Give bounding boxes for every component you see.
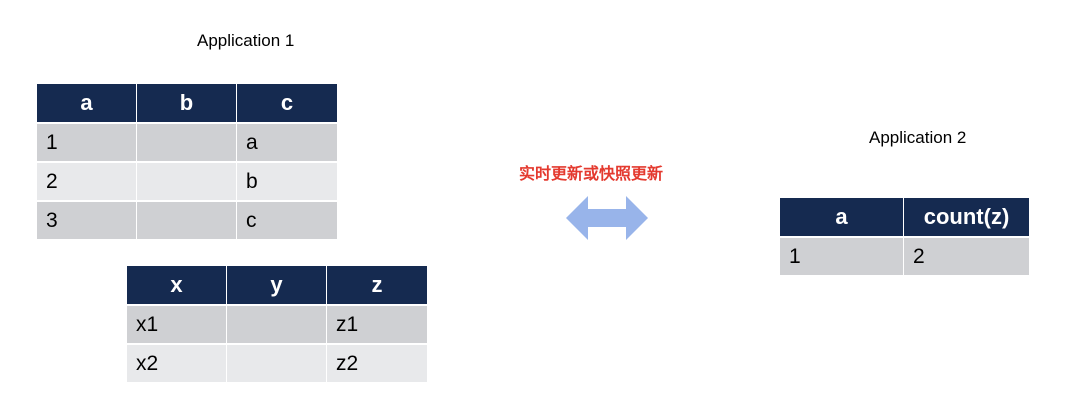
table-cell: [227, 345, 327, 384]
header-cell-a: a: [780, 198, 904, 238]
table-cell: 1: [37, 124, 137, 163]
table-row: 1 a: [37, 124, 337, 163]
double-headed-arrow-icon: [566, 196, 648, 240]
table-cell: 2: [37, 163, 137, 202]
header-cell-count-z: count(z): [904, 198, 1029, 238]
header-cell-y: y: [227, 266, 327, 306]
table-row: x2 z2: [127, 345, 427, 384]
table-header-row: a b c: [37, 84, 337, 124]
table-cell: x2: [127, 345, 227, 384]
header-cell-x: x: [127, 266, 227, 306]
table-header-row: a count(z): [780, 198, 1029, 238]
table-abc: a b c 1 a 2 b 3 c: [37, 84, 337, 241]
table-cell: c: [237, 202, 337, 241]
table-row: 2 b: [37, 163, 337, 202]
table-cell: [137, 163, 237, 202]
table-row: 3 c: [37, 202, 337, 241]
table-cell: x1: [127, 306, 227, 345]
header-cell-a: a: [37, 84, 137, 124]
table-cell: [227, 306, 327, 345]
table-cell: [137, 124, 237, 163]
table-cell: z1: [327, 306, 427, 345]
application-1-title: Application 1: [197, 31, 295, 50]
arrow-shape: [566, 196, 648, 240]
table-cell: 1: [780, 238, 904, 277]
table-cell: 2: [904, 238, 1029, 277]
table-cell: b: [237, 163, 337, 202]
table-row: 1 2: [780, 238, 1029, 277]
sync-mode-label: 实时更新或快照更新: [519, 164, 664, 183]
table-row: x1 z1: [127, 306, 427, 345]
table-cell: z2: [327, 345, 427, 384]
table-header-row: x y z: [127, 266, 427, 306]
application-2-title: Application 2: [869, 128, 967, 147]
table-cell: [137, 202, 237, 241]
header-cell-b: b: [137, 84, 237, 124]
table-count: a count(z) 1 2: [780, 198, 1029, 277]
header-cell-z: z: [327, 266, 427, 306]
table-xyz: x y z x1 z1 x2 z2: [127, 266, 427, 384]
header-cell-c: c: [237, 84, 337, 124]
table-cell: 3: [37, 202, 137, 241]
table-cell: a: [237, 124, 337, 163]
